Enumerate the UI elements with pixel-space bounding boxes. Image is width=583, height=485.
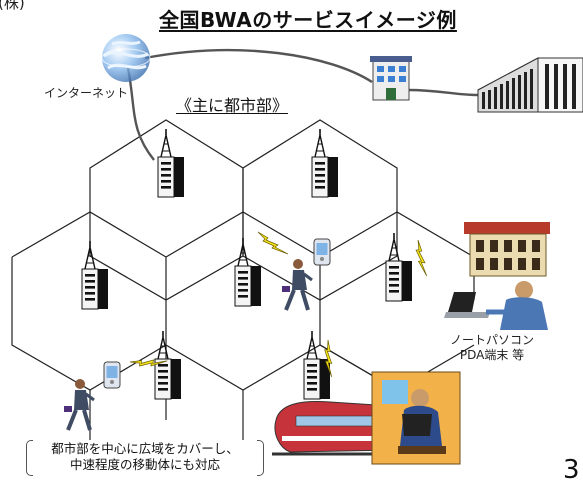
businessman-walking-icon: [280, 257, 314, 312]
base-station-icon: [303, 330, 331, 400]
internet-label: インターネット: [44, 86, 129, 100]
base-station-icon: [385, 232, 413, 302]
caption-text: 都市部を中心に広域をカバーし、 中速程度の移動体にも対応: [26, 441, 264, 473]
device-note: ノートパソコン PDA端末 等: [434, 333, 550, 363]
datacenter-icon: [477, 57, 583, 113]
pda-device-icon: [313, 238, 331, 266]
pda-device-icon: [103, 361, 121, 389]
bracket-right: [257, 440, 264, 476]
base-station-icon: [311, 128, 339, 198]
page-number: 3: [563, 455, 580, 485]
page-title: 全国BWAのサービスイメージ例: [159, 8, 457, 32]
coverage-caption: 都市部を中心に広域をカバーし、 中速程度の移動体にも対応: [26, 440, 264, 476]
internet-globe-icon: [101, 34, 151, 82]
base-station-icon: [81, 240, 109, 310]
device-note-line: PDA端末 等: [459, 348, 525, 362]
base-station-icon: [157, 128, 185, 198]
caption-line: 都市部を中心に広域をカバーし、: [51, 441, 239, 456]
base-station-icon: [154, 330, 182, 400]
passenger-with-laptop-icon: [371, 371, 461, 465]
hex-grid: [11, 119, 475, 440]
base-station-icon: [234, 237, 262, 307]
corner-label: (株): [0, 0, 25, 12]
house-icon: [464, 222, 550, 277]
office-building-icon: [370, 56, 412, 101]
laptop-user-icon: [444, 281, 548, 330]
device-note-line: ノートパソコン: [449, 333, 534, 347]
bracket-left: [26, 440, 33, 476]
caption-line: 中速程度の移動体にも対応: [69, 457, 220, 472]
urban-area-label: 《主に都市部》: [176, 96, 289, 115]
